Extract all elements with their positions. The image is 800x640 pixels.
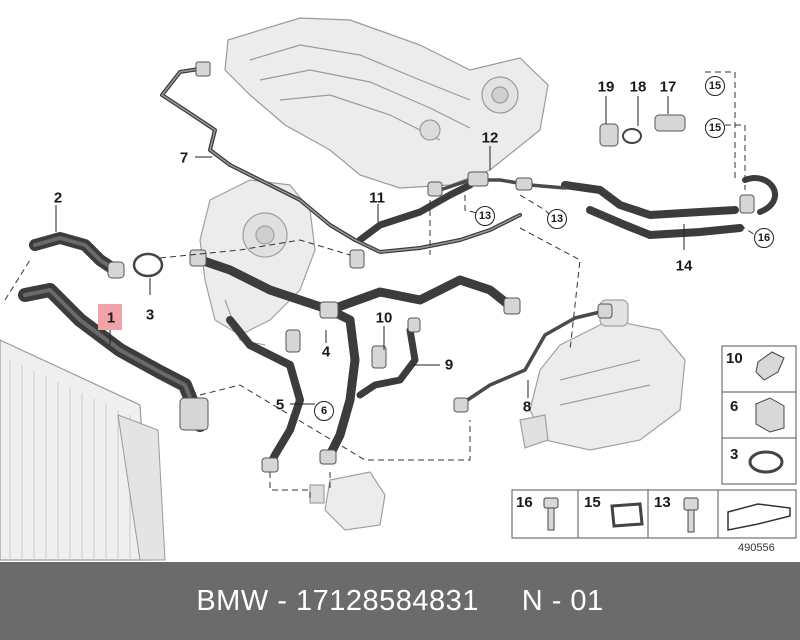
screw-13-icon [683, 497, 699, 533]
callout-9: 9 [444, 356, 454, 374]
callout-14: 14 [675, 257, 693, 275]
callout-8: 8 [522, 398, 532, 416]
leader-lines [55, 96, 685, 405]
legend-label-16: 16 [516, 494, 533, 511]
part-number-footer: BMW - 17128584831 N - 01 [0, 562, 800, 640]
legend-label-10: 10 [726, 350, 743, 367]
hose-clip-10-icon [755, 351, 785, 381]
circled-callout-15-a: 15 [705, 76, 725, 96]
clamp-15-icon [610, 502, 644, 528]
bracket-6-icon [755, 397, 785, 433]
circled-callout-16: 16 [754, 228, 774, 248]
callout-19: 19 [597, 78, 615, 96]
legend-label-3: 3 [730, 446, 739, 463]
callout-10: 10 [375, 309, 393, 327]
callout-17: 17 [659, 78, 677, 96]
legend-label-15: 15 [584, 494, 601, 511]
dashed-guide-lines [4, 71, 756, 500]
brand-label: BMW [196, 584, 269, 617]
callout-2: 2 [53, 189, 63, 207]
diagram-reference-number: 490556 [738, 542, 775, 554]
circled-callout-13-b: 13 [547, 209, 567, 229]
callout-11: 11 [369, 189, 385, 207]
legend-icons [543, 351, 791, 533]
callout-3: 3 [145, 306, 155, 324]
legend-label-13: 13 [654, 494, 671, 511]
callout-1: 1 [106, 309, 116, 327]
legend-label-6: 6 [730, 398, 739, 415]
highlighted-part-marker [98, 304, 122, 330]
part-number: 17128584831 [295, 584, 479, 617]
footer-separator: - [268, 584, 296, 617]
hose-fittings [107, 61, 755, 473]
bolt-16-icon [543, 497, 559, 531]
thin-pipes [160, 66, 602, 407]
callout-18: 18 [629, 78, 647, 96]
callout-5: 5 [275, 396, 285, 414]
position-label: N - 01 [521, 584, 604, 617]
cylinder-head [224, 17, 549, 189]
circled-callout-13-a: 13 [475, 206, 495, 226]
direction-arrow-icon [727, 503, 791, 531]
small-reservoir [309, 471, 386, 531]
callout-7: 7 [179, 149, 189, 167]
callout-12: 12 [481, 129, 499, 147]
footer-gap [479, 585, 522, 618]
circled-callout-15-b: 15 [705, 118, 725, 138]
circled-callout-6: 6 [314, 401, 334, 421]
coolant-hose-diagram [0, 17, 797, 561]
hose-clamp-3-icon [748, 450, 784, 474]
radiator [0, 339, 166, 561]
callout-4: 4 [321, 343, 331, 361]
expansion-tank [519, 299, 686, 451]
